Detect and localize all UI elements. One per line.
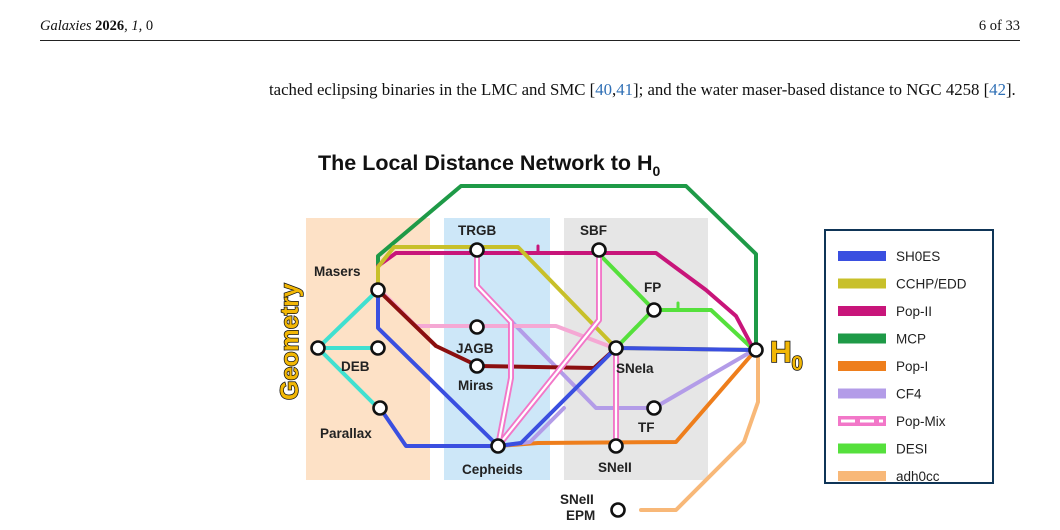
label-fp: FP (644, 280, 661, 295)
citation-separator: , (138, 18, 146, 34)
citation-link[interactable]: 41 (616, 80, 634, 99)
paragraph-text: ]; and the water maser-based distance to… (633, 80, 990, 99)
station-fp (646, 302, 662, 318)
journal-year: 2026 (95, 18, 125, 34)
pop-mix-route-inner (475, 252, 618, 448)
legend-box (824, 229, 994, 484)
station-snii-epm (610, 502, 626, 518)
label-snii: SNeII (598, 460, 632, 475)
label-snia: SNeIa (616, 361, 654, 376)
citation-link[interactable]: 42 (989, 80, 1006, 99)
legend-label-pop-ii: Pop-II (896, 304, 932, 319)
legend-swatch-desi (838, 443, 886, 454)
journal-volume: 1 (131, 18, 139, 34)
station-snia (608, 340, 624, 356)
legend-label-cchp-edd: CCHP/EDD (896, 277, 967, 292)
paragraph-text: ]. (1005, 80, 1016, 99)
label-parallax: Parallax (320, 426, 372, 441)
citation-separator: , (612, 80, 617, 99)
legend-swatch-adh0cc (838, 471, 886, 481)
station-h0 (748, 342, 764, 358)
legend-swatch-pop-ii (838, 306, 886, 316)
mcp-route (376, 184, 758, 352)
legend-swatch-sh0es (838, 251, 886, 261)
station-cepheids (490, 438, 506, 454)
journal-citation: Galaxies 2026, 1, 0 (40, 18, 153, 35)
page-number: 6 of 33 (978, 18, 1020, 34)
journal-name: Galaxies (40, 18, 92, 34)
geometry-axis-label: Geometry (276, 283, 304, 400)
legend-label-cf4: CF4 (896, 387, 922, 402)
label-snii-epm-line2: EPM (566, 508, 595, 523)
h0-label: H0 (770, 336, 803, 375)
paragraph-text: tached eclipsing binaries in the LMC and… (269, 80, 596, 99)
citation-separator: , (124, 18, 132, 34)
legend-label-mcp: MCP (896, 332, 926, 347)
label-sbf: SBF (580, 223, 607, 238)
body-paragraph: tached eclipsing binaries in the LMC and… (269, 78, 1021, 102)
route-legend: SH0ES CCHP/EDD Pop-II MCP Pop-I CF4Pop-MixDES… (824, 229, 994, 484)
label-jagb: JAGB (456, 341, 494, 356)
legend-label-pop-i: Pop-I (896, 359, 928, 374)
station-snii (608, 438, 624, 454)
legend-label-adh0cc: adh0cc (896, 469, 940, 484)
station-trgb (469, 242, 485, 258)
station-deb (370, 340, 386, 356)
station-tf (646, 400, 662, 416)
legend-swatch-pop-i (838, 361, 886, 371)
legend-label-sh0es: SH0ES (896, 249, 940, 264)
distance-network-figure: The Local Distance Network to H0 (266, 140, 996, 530)
journal-article: 0 (145, 18, 154, 34)
page-header: Galaxies 2026, 1, 0 6 of 33 (40, 16, 1020, 41)
label-masers: Masers (314, 264, 361, 279)
label-deb: DEB (341, 359, 370, 374)
figure-title: The Local Distance Network to H0 (318, 151, 661, 179)
legend-label-desi: DESI (896, 442, 928, 457)
adh0cc-route (639, 350, 760, 512)
citation-link[interactable]: 40 (595, 80, 613, 99)
label-cepheids: Cepheids (462, 462, 523, 477)
station-miras (469, 358, 485, 374)
legend-swatch-cchp-edd (838, 278, 886, 289)
legend-swatch-mcp (838, 333, 886, 344)
label-snii-epm-line1: SNeII (560, 492, 594, 507)
station-sbf (591, 242, 607, 258)
label-miras: Miras (458, 378, 493, 393)
station-jagb (469, 319, 485, 335)
station-geometry (310, 340, 326, 356)
label-trgb: TRGB (458, 223, 496, 238)
deb-route (316, 288, 380, 410)
station-masers (370, 282, 386, 298)
network-diagram: The Local Distance Network to H0 (275, 151, 994, 523)
label-tf: TF (638, 420, 655, 435)
station-parallax (372, 400, 388, 416)
legend-swatch-cf4 (838, 388, 886, 399)
desi-route (597, 252, 756, 352)
legend-label-pop-mix: Pop-Mix (896, 414, 946, 429)
